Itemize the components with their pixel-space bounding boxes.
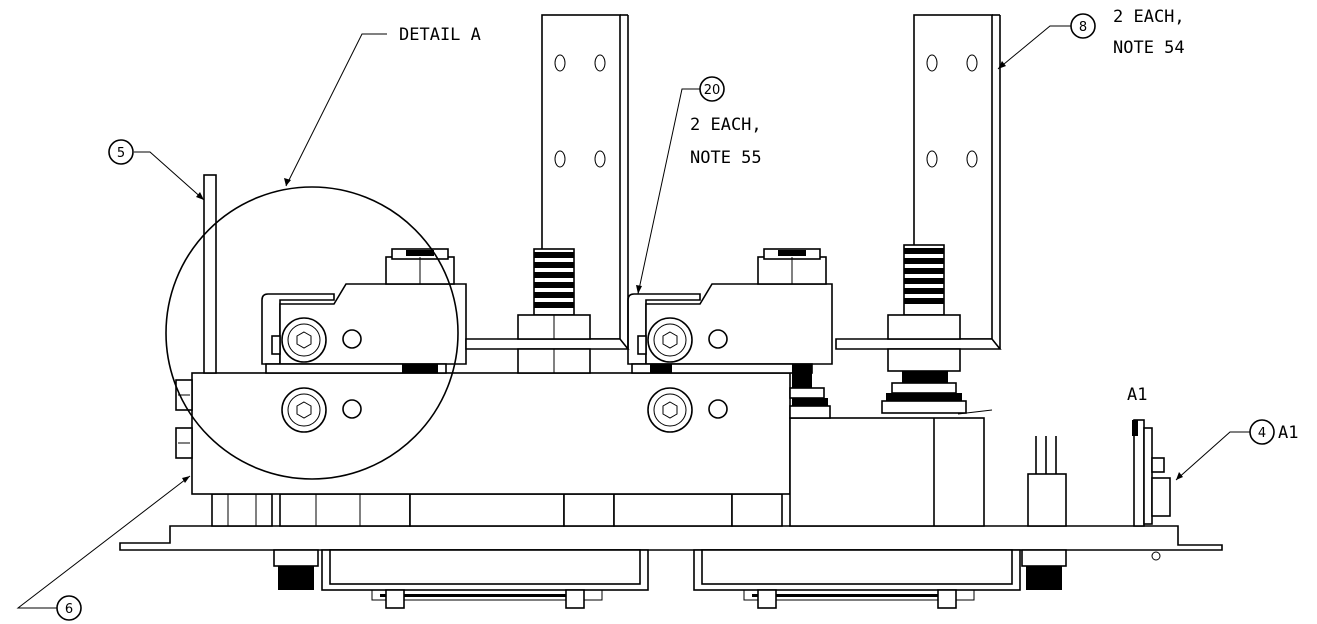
detail-a-circle <box>165 186 459 480</box>
block-screw-left <box>281 387 362 433</box>
block-screw-right <box>647 387 728 433</box>
balloon-5-number: 5 <box>117 146 125 161</box>
stud-right <box>881 244 967 414</box>
balloon-4: 4 <box>1249 419 1275 445</box>
relay-body <box>789 409 993 527</box>
main-block <box>175 372 791 495</box>
balloon-8-number: 8 <box>1079 20 1087 35</box>
balloon-6: 6 <box>56 595 82 621</box>
mid-stack-washers <box>789 364 831 419</box>
underside-connector-left <box>321 549 649 609</box>
standoffs <box>211 493 783 527</box>
underside-connector-right <box>693 549 1021 609</box>
stud-left <box>517 248 591 374</box>
detail-a-label: DETAIL A <box>399 25 481 45</box>
balloon-20: 20 <box>699 76 725 102</box>
vertical-bar <box>203 174 217 374</box>
pcb-board-a1 <box>1132 419 1171 561</box>
balloon-6-number: 6 <box>65 602 73 617</box>
clamp-bracket-left <box>261 248 467 374</box>
clamp-bracket-right <box>627 248 833 374</box>
note-54-line2: NOTE 54 <box>1113 38 1185 58</box>
note-55-line1: 2 EACH, <box>690 115 762 135</box>
balloon-8: 8 <box>1070 13 1096 39</box>
base-plate <box>119 525 1223 551</box>
a1-ref-top: A1 <box>1127 385 1147 405</box>
a1-ref-item-4: A1 <box>1278 423 1298 443</box>
balloon-20-number: 20 <box>704 83 721 98</box>
balloon-5: 5 <box>108 139 134 165</box>
underside-nuts <box>273 549 1067 590</box>
note-54-line1: 2 EACH, <box>1113 7 1185 27</box>
balloon-4-number: 4 <box>1258 426 1266 441</box>
terminal-pins <box>1027 436 1067 527</box>
leader-lines <box>16 25 1250 609</box>
note-55-line2: NOTE 55 <box>690 148 762 168</box>
